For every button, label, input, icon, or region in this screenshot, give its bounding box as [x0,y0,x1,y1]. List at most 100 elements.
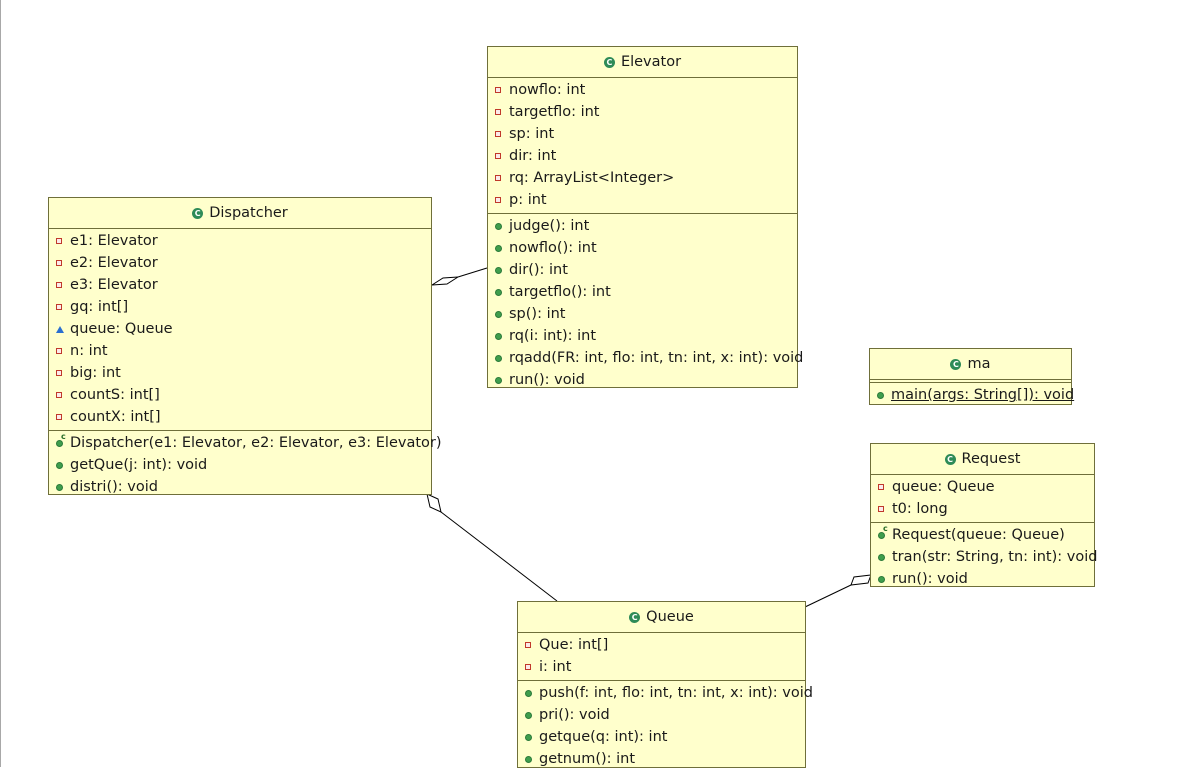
operation-row[interactable]: run(): void [488,369,797,391]
constructor-icon [56,439,63,447]
private-visibility-icon [495,175,501,181]
operation-row[interactable]: c Request(queue: Queue) [871,524,1094,546]
operation-row[interactable]: nowflo(): int [488,237,797,259]
attribute-row[interactable]: gq: int[] [49,296,431,318]
attribute-row[interactable]: targetflo: int [488,101,797,123]
attribute-row[interactable]: p: int [488,189,797,211]
visibility-icon [56,362,70,384]
visibility-icon [525,704,539,726]
operation-row[interactable]: run(): void [871,568,1094,590]
operation-row[interactable]: distri(): void [49,476,431,498]
constructor-badge-icon: c [883,524,888,533]
attribute-row[interactable]: queue: Queue [49,318,431,340]
operations-section: c Request(queue: Queue) tran(str: String, … [871,522,1098,592]
attribute-row[interactable]: rq: ArrayList<Integer> [488,167,797,189]
public-visibility-icon [495,310,502,318]
attribute-text: p: int [509,192,547,208]
operation-text: pri(): void [539,707,610,723]
attribute-text: e2: Elevator [70,255,158,271]
private-visibility-icon [878,484,884,490]
attribute-row[interactable]: countX: int[] [49,406,431,428]
public-visibility-icon [495,354,502,362]
attribute-row[interactable]: e2: Elevator [49,252,431,274]
private-visibility-icon [56,348,62,354]
attribute-text: e3: Elevator [70,277,158,293]
operation-row[interactable]: pri(): void [518,704,805,726]
attribute-text: targetflo: int [509,104,600,120]
operation-row[interactable]: sp(): int [488,303,797,325]
request-queue-diamond [850,574,872,586]
operation-row[interactable]: tran(str: String, tn: int): void [871,546,1098,568]
operation-row[interactable]: dir(): int [488,259,797,281]
operation-row[interactable]: push(f: int, flo: int, tn: int, x: int):… [518,682,813,704]
private-visibility-icon [56,414,62,420]
visibility-icon [495,237,509,259]
operation-row[interactable]: getQue(j: int): void [49,454,431,476]
attribute-text: t0: long [892,501,948,517]
operation-row[interactable]: rq(i: int): int [488,325,797,347]
attribute-text: big: int [70,365,121,381]
private-visibility-icon [56,260,62,266]
attribute-text: n: int [70,343,108,359]
operation-text: getQue(j: int): void [70,457,208,473]
attribute-row[interactable]: i: int [518,656,805,678]
visibility-icon [495,215,509,237]
visibility-icon [56,406,70,428]
class-icon: C [603,56,615,68]
attribute-row[interactable]: e3: Elevator [49,274,431,296]
attribute-row[interactable]: queue: Queue [871,476,1094,498]
class-icon: C [950,358,962,370]
visibility-icon [525,748,539,770]
operation-text: Request(queue: Queue) [892,527,1065,543]
visibility-icon [495,101,509,123]
visibility-icon [56,340,70,362]
operations-section: push(f: int, flo: int, tn: int, x: int):… [518,680,813,772]
private-visibility-icon [495,109,501,115]
operation-text: judge(): int [509,218,590,234]
visibility-icon: c [878,524,892,546]
class-name: Dispatcher [209,205,288,221]
operation-row[interactable]: main(args: String[]): void [870,384,1074,406]
attribute-row[interactable]: sp: int [488,123,797,145]
attribute-text: sp: int [509,126,555,142]
attribute-row[interactable]: nowflo: int [488,79,797,101]
visibility-icon: c [56,432,70,454]
attribute-row[interactable]: big: int [49,362,431,384]
class-elevator[interactable]: C Elevator nowflo: int targetflo: int sp: in… [487,46,803,391]
operation-row[interactable]: getnum(): int [518,748,805,770]
attribute-text: dir: int [509,148,557,164]
class-name: Elevator [620,54,682,70]
dispatcher-elevator-diamond [431,276,459,286]
attribute-row[interactable]: e1: Elevator [49,230,431,252]
attribute-row[interactable]: t0: long [871,498,1094,520]
request-queue-line [804,584,852,608]
class-name: ma [967,356,991,372]
attribute-row[interactable]: n: int [49,340,431,362]
class-icon: C [944,453,956,465]
operation-row[interactable]: judge(): int [488,215,797,237]
operation-text: tran(str: String, tn: int): void [892,549,1098,565]
operation-row[interactable]: targetflo(): int [488,281,797,303]
visibility-icon [525,682,539,704]
visibility-icon [495,281,509,303]
attribute-text: queue: Queue [70,321,173,337]
attribute-row[interactable]: dir: int [488,145,797,167]
attribute-row[interactable]: countS: int[] [49,384,431,406]
canvas-left-edge [0,0,1,767]
operation-text: run(): void [509,372,585,388]
attribute-row[interactable]: Que: int[] [518,634,805,656]
visibility-icon [495,79,509,101]
visibility-icon [56,296,70,318]
private-visibility-icon [495,131,501,137]
operation-row[interactable]: rqadd(FR: int, flo: int, tn: int, x: int… [488,347,803,369]
operation-row[interactable]: getque(q: int): int [518,726,805,748]
attribute-text: Que: int[] [539,637,609,653]
public-visibility-icon [56,461,63,469]
